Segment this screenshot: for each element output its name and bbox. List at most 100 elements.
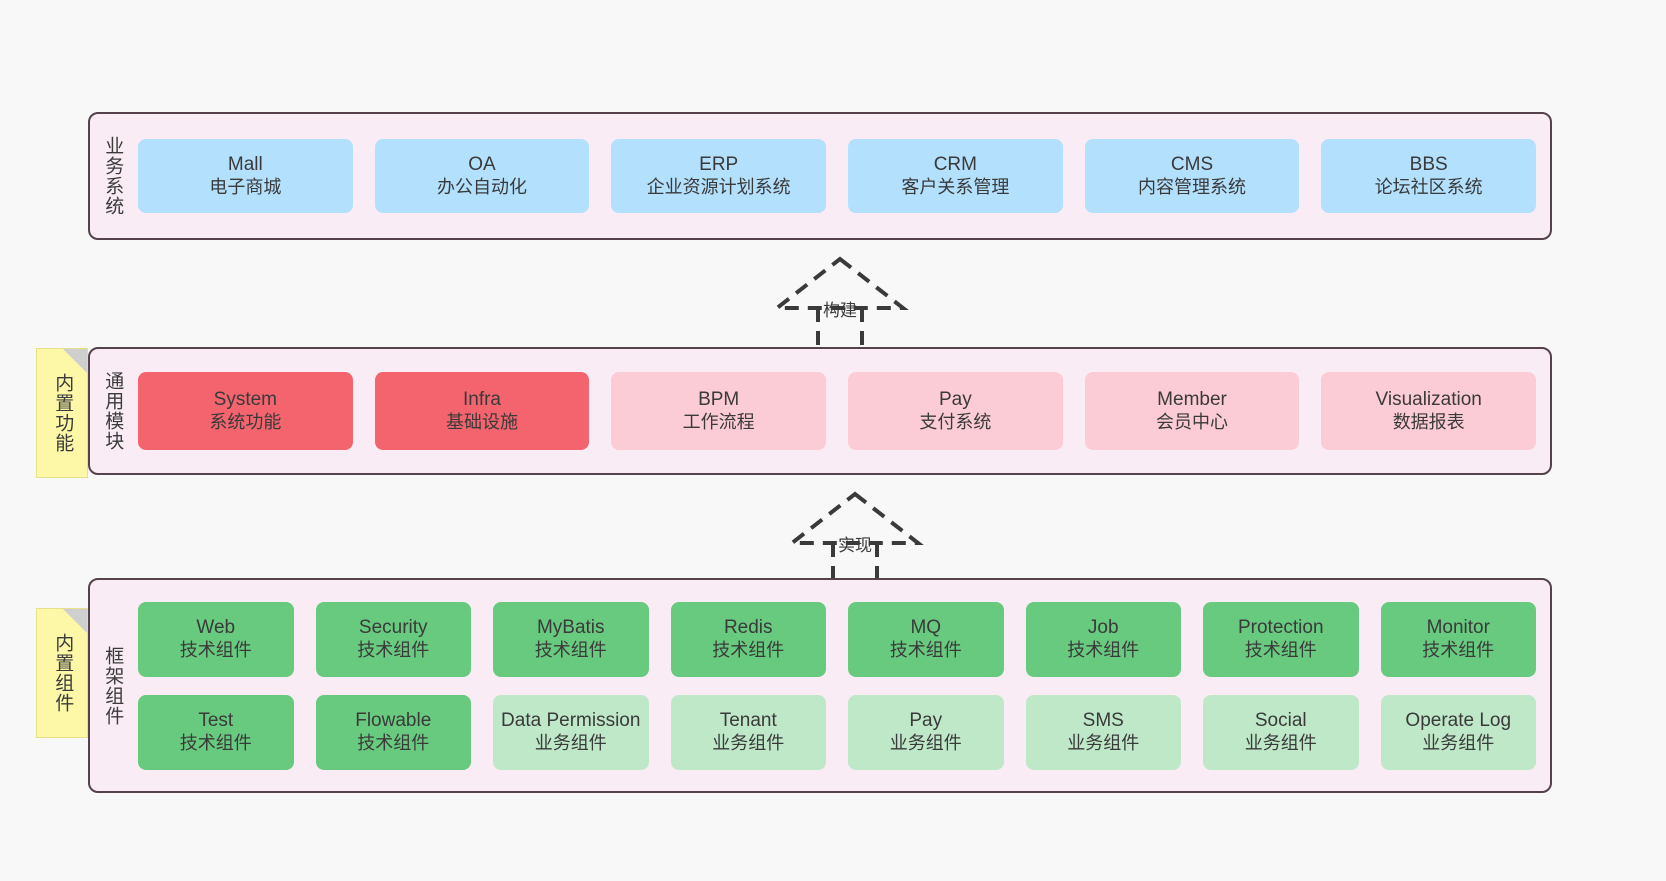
node-subtitle: 技术组件 bbox=[1067, 639, 1140, 660]
node-erp[interactable]: ERP 企业资源计划系统 bbox=[611, 139, 827, 213]
node-pay-component[interactable]: Pay 业务组件 bbox=[848, 694, 1004, 770]
node-title: ERP bbox=[699, 154, 739, 176]
node-security[interactable]: Security 技术组件 bbox=[315, 601, 471, 677]
node-pay-module[interactable]: Pay 支付系统 bbox=[848, 372, 1063, 450]
node-title: Monitor bbox=[1426, 617, 1490, 639]
node-title: CRM bbox=[933, 154, 977, 176]
node-subtitle: 基础设施 bbox=[446, 411, 518, 432]
node-mall[interactable]: Mall 电子商城 bbox=[138, 139, 353, 213]
layer-label-framework-components: 框架组件 bbox=[102, 645, 124, 726]
node-job[interactable]: Job 技术组件 bbox=[1025, 601, 1181, 677]
node-title: Web bbox=[196, 617, 236, 639]
node-title: Operate Log bbox=[1405, 710, 1512, 732]
node-title: BBS bbox=[1409, 154, 1448, 176]
node-system[interactable]: System 系统功能 bbox=[138, 372, 353, 450]
node-social[interactable]: Social 业务组件 bbox=[1203, 694, 1359, 770]
node-infra[interactable]: Infra 基础设施 bbox=[374, 372, 590, 450]
sticky-note-builtin-components: 内置组件 bbox=[36, 608, 88, 738]
node-operate-log[interactable]: Operate Log 业务组件 bbox=[1380, 694, 1536, 770]
node-tenant[interactable]: Tenant 业务组件 bbox=[670, 694, 826, 770]
node-mq[interactable]: MQ 技术组件 bbox=[848, 601, 1004, 677]
connector-implement-arrow: 实现 bbox=[770, 488, 940, 586]
node-subtitle: 工作流程 bbox=[682, 411, 755, 432]
node-monitor[interactable]: Monitor 技术组件 bbox=[1380, 601, 1536, 677]
node-bpm[interactable]: BPM 工作流程 bbox=[611, 372, 827, 450]
node-subtitle: 业务组件 bbox=[712, 732, 785, 753]
sticky-note-builtin-features: 内置功能 bbox=[36, 348, 88, 478]
node-subtitle: 企业资源计划系统 bbox=[646, 176, 791, 197]
layer-label-business-systems: 业务系统 bbox=[102, 136, 124, 216]
node-data-permission[interactable]: Data Permission 业务组件 bbox=[493, 694, 649, 770]
node-title: Security bbox=[358, 617, 428, 639]
node-redis[interactable]: Redis 技术组件 bbox=[670, 601, 826, 677]
node-title: System bbox=[213, 389, 278, 411]
node-title: Visualization bbox=[1375, 389, 1482, 411]
node-title: BPM bbox=[698, 389, 740, 411]
sticky-note-label: 内置组件 bbox=[52, 633, 74, 713]
node-subtitle: 业务组件 bbox=[1422, 732, 1495, 753]
node-flowable[interactable]: Flowable 技术组件 bbox=[315, 694, 471, 770]
connector-label-implement: 实现 bbox=[838, 536, 872, 555]
node-protection[interactable]: Protection 技术组件 bbox=[1203, 601, 1359, 677]
sticky-note-label: 内置功能 bbox=[52, 373, 74, 453]
node-title: Protection bbox=[1237, 617, 1324, 639]
node-subtitle: 技术组件 bbox=[357, 732, 430, 753]
node-subtitle: 办公自动化 bbox=[437, 176, 527, 197]
node-title: Job bbox=[1087, 617, 1119, 639]
node-subtitle: 电子商城 bbox=[209, 176, 282, 197]
layer-common-modules: 通用模块 System 系统功能 Infra 基础设施 BPM 工作流程 Pay… bbox=[88, 347, 1552, 475]
node-subtitle: 技术组件 bbox=[1422, 639, 1495, 660]
node-subtitle: 业务组件 bbox=[889, 732, 962, 753]
node-subtitle: 支付系统 bbox=[919, 411, 992, 432]
node-bbs[interactable]: BBS 论坛社区系统 bbox=[1321, 139, 1537, 213]
node-title: Tenant bbox=[719, 710, 777, 732]
node-title: Infra bbox=[462, 389, 502, 411]
node-title: MyBatis bbox=[536, 617, 605, 639]
layer-label-common-modules: 通用模块 bbox=[102, 371, 124, 451]
node-sms[interactable]: SMS 业务组件 bbox=[1025, 694, 1181, 770]
layer-business-systems: 业务系统 Mall 电子商城 OA 办公自动化 ERP 企业资源计划系统 CRM… bbox=[88, 112, 1552, 240]
node-title: Pay bbox=[909, 710, 943, 732]
node-crm[interactable]: CRM 客户关系管理 bbox=[848, 139, 1063, 213]
node-subtitle: 技术组件 bbox=[712, 639, 785, 660]
business-systems-row: Mall 电子商城 OA 办公自动化 ERP 企业资源计划系统 CRM 客户关系… bbox=[138, 139, 1537, 213]
common-modules-row: System 系统功能 Infra 基础设施 BPM 工作流程 Pay 支付系统… bbox=[138, 372, 1537, 450]
layer-body-common-modules: System 系统功能 Infra 基础设施 BPM 工作流程 Pay 支付系统… bbox=[134, 349, 1550, 473]
node-subtitle: 技术组件 bbox=[357, 639, 430, 660]
framework-components-row-1: Web 技术组件 Security 技术组件 MyBatis 技术组件 Redi… bbox=[138, 601, 1536, 677]
node-title: Pay bbox=[938, 389, 972, 411]
node-subtitle: 系统功能 bbox=[209, 411, 282, 432]
node-subtitle: 业务组件 bbox=[1244, 732, 1317, 753]
node-web[interactable]: Web 技术组件 bbox=[138, 601, 294, 677]
node-subtitle: 技术组件 bbox=[1244, 639, 1317, 660]
node-subtitle: 技术组件 bbox=[179, 639, 252, 660]
node-subtitle: 内容管理系统 bbox=[1138, 176, 1247, 197]
layer-framework-components: 框架组件 Web 技术组件 Security 技术组件 MyBatis 技术组件… bbox=[88, 578, 1552, 793]
layer-body-business-systems: Mall 电子商城 OA 办公自动化 ERP 企业资源计划系统 CRM 客户关系… bbox=[134, 114, 1550, 238]
node-cms[interactable]: CMS 内容管理系统 bbox=[1084, 139, 1300, 213]
node-title: Redis bbox=[723, 617, 773, 639]
node-title: SMS bbox=[1082, 710, 1124, 732]
node-subtitle: 论坛社区系统 bbox=[1374, 176, 1483, 197]
connector-label-build: 构建 bbox=[823, 301, 857, 320]
node-title: Data Permission bbox=[501, 710, 641, 732]
node-subtitle: 技术组件 bbox=[534, 639, 607, 660]
node-oa[interactable]: OA 办公自动化 bbox=[374, 139, 590, 213]
node-subtitle: 客户关系管理 bbox=[901, 176, 1010, 197]
node-subtitle: 业务组件 bbox=[534, 732, 607, 753]
node-title: CMS bbox=[1170, 154, 1214, 176]
node-visualization[interactable]: Visualization 数据报表 bbox=[1321, 372, 1537, 450]
node-title: MQ bbox=[910, 617, 942, 639]
node-member[interactable]: Member 会员中心 bbox=[1084, 372, 1300, 450]
node-mybatis[interactable]: MyBatis 技术组件 bbox=[493, 601, 649, 677]
node-title: OA bbox=[468, 154, 496, 176]
node-title: Member bbox=[1157, 389, 1227, 411]
node-test[interactable]: Test 技术组件 bbox=[138, 694, 294, 770]
node-title: Test bbox=[198, 710, 234, 732]
node-title: Mall bbox=[227, 154, 263, 176]
node-subtitle: 数据报表 bbox=[1392, 411, 1465, 432]
node-subtitle: 业务组件 bbox=[1067, 732, 1140, 753]
framework-components-row-2: Test 技术组件 Flowable 技术组件 Data Permission … bbox=[138, 694, 1536, 770]
connector-build-arrow: 构建 bbox=[755, 253, 925, 351]
